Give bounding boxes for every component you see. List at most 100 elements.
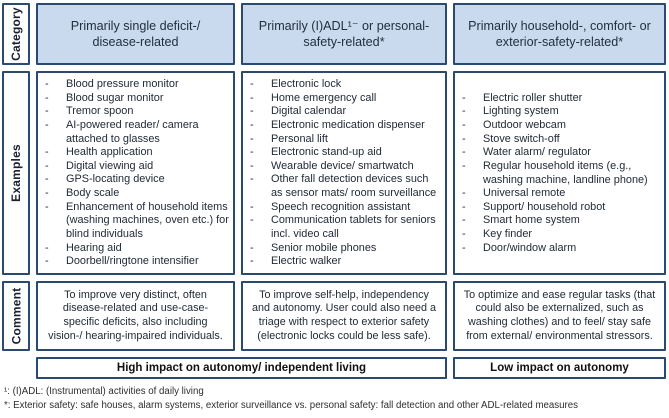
example-item: - Water alarm/ regulator xyxy=(462,146,660,160)
comment-text-single-deficit: To improve very distinct, often disease-… xyxy=(48,288,223,342)
example-item-text: Wearable device/ smartwatch xyxy=(271,159,414,172)
dash-bullet: - xyxy=(45,105,49,118)
example-item: - Electric walker xyxy=(250,255,441,269)
dash-bullet: - xyxy=(45,146,49,159)
impact-banner-high: High impact on autonomy/ independent liv… xyxy=(36,357,447,379)
example-item-text: Doorbell/ringtone intensifier xyxy=(66,255,199,268)
example-item-text: GPS-locating device xyxy=(66,173,165,186)
dash-bullet: - xyxy=(250,105,254,118)
example-item-text: Regular household items (e.g., washing m… xyxy=(483,159,648,186)
example-item-text: Outdoor webcam xyxy=(483,119,566,131)
examples-cell-iadl-personal-safety: - Electronic lock - Home emergency call … xyxy=(241,71,447,275)
example-item-text: Health application xyxy=(66,146,153,159)
examples-cell-single-deficit: - Blood pressure monitor - Blood sugar m… xyxy=(36,71,235,275)
example-item-text: Stove switch-off xyxy=(483,132,560,145)
example-item-text: Communication tablets for seniors incl. … xyxy=(271,214,436,240)
impact-banner-low-text: Low impact on autonomy xyxy=(490,362,629,374)
example-item: - GPS-locating device xyxy=(45,173,229,187)
dash-bullet: - xyxy=(45,200,49,213)
example-item: - Doorbell/ringtone intensifier xyxy=(45,255,229,269)
example-item-text: Digital viewing aid xyxy=(66,159,154,172)
row-label-category-text: Category xyxy=(9,7,23,61)
example-item-text: Electric walker xyxy=(271,255,342,268)
comment-cell-household-comfort: To optimize and ease regular tasks (that… xyxy=(453,281,666,351)
example-item: - Digital calendar xyxy=(250,105,441,119)
example-item-text: Home emergency call xyxy=(271,91,377,104)
example-item-text: Lighting system xyxy=(483,105,559,118)
example-item: - Regular household items (e.g., washing… xyxy=(462,160,660,187)
example-item: - Tremor spoon xyxy=(45,105,229,119)
dash-bullet: - xyxy=(462,200,466,213)
category-header-iadl-personal-safety: Primarily (I)ADL¹⁻ or personal-safety-re… xyxy=(241,3,447,65)
example-item: - Lighting system xyxy=(462,105,660,119)
example-item: - Support/ household robot xyxy=(462,201,660,215)
example-item: - Door/window alarm xyxy=(462,242,660,256)
example-item-text: Digital calendar xyxy=(271,105,347,118)
example-item: - Body scale xyxy=(45,187,229,201)
example-item-text: Senior mobile phones xyxy=(271,241,377,254)
example-item: - Stove switch-off xyxy=(462,133,660,147)
example-item: - Electronic stand-up aid xyxy=(250,146,441,160)
example-item-text: Water alarm/ regulator xyxy=(483,146,591,159)
dash-bullet: - xyxy=(462,228,466,240)
example-item-text: Personal lift xyxy=(271,132,328,145)
footnote-iadl: ¹: (I)ADL: (Instrumental) activities of … xyxy=(4,386,204,397)
example-item: - Senior mobile phones xyxy=(250,242,441,256)
category-header-single-deficit-text: Primarily single deficit-/ disease-relat… xyxy=(70,18,201,49)
example-item: - Enhancement of household items (washin… xyxy=(45,201,229,242)
example-item-text: Door/window alarm xyxy=(483,241,577,254)
example-item-text: Blood pressure monitor xyxy=(66,78,179,90)
example-item-text: Key finder xyxy=(483,228,533,240)
comment-text-household-comfort: To optimize and ease regular tasks (that… xyxy=(463,288,656,342)
category-header-household-comfort: Primarily household-, comfort- or exteri… xyxy=(453,3,666,65)
dash-bullet: - xyxy=(45,187,49,199)
comment-text-iadl-personal-safety: To improve self-help, independency and a… xyxy=(251,288,437,342)
example-item: - Electric roller shutter xyxy=(462,92,660,106)
category-header-iadl-personal-safety-text: Primarily (I)ADL¹⁻ or personal-safety-re… xyxy=(258,18,430,49)
example-item-text: Electronic medication dispenser xyxy=(271,118,425,131)
dash-bullet: - xyxy=(250,173,254,186)
dash-bullet: - xyxy=(45,118,49,131)
example-item-text: Electronic lock xyxy=(271,78,342,90)
example-item: - Other fall detection devices such as s… xyxy=(250,173,441,200)
example-item-text: Electric roller shutter xyxy=(483,91,583,104)
example-item-text: Universal remote xyxy=(483,187,566,200)
category-header-household-comfort-text: Primarily household-, comfort- or exteri… xyxy=(468,18,651,49)
example-item-text: AI-powered reader/ camera attached to gl… xyxy=(66,118,199,145)
example-item: - Wearable device/ smartwatch xyxy=(250,160,441,174)
example-item: - Universal remote xyxy=(462,187,660,201)
example-item: - Communication tablets for seniors incl… xyxy=(250,214,441,241)
dash-bullet: - xyxy=(45,159,49,172)
dash-bullet: - xyxy=(462,91,466,104)
example-item: - Home emergency call xyxy=(250,92,441,106)
footnotes: ¹: (I)ADL: (Instrumental) activities of … xyxy=(4,385,667,413)
example-item-text: Tremor spoon xyxy=(66,105,134,118)
example-item: - Smart home system xyxy=(462,214,660,228)
dash-bullet: - xyxy=(250,91,254,104)
example-item-text: Smart home system xyxy=(483,214,580,227)
example-item: - Hearing aid xyxy=(45,242,229,256)
dash-bullet: - xyxy=(250,118,254,131)
example-item-text: Other fall detection devices such as sen… xyxy=(271,173,437,199)
example-item: - AI-powered reader/ camera attached to … xyxy=(45,119,229,146)
row-label-examples: Examples xyxy=(2,71,30,275)
examples-list-single-deficit: - Blood pressure monitor - Blood sugar m… xyxy=(45,78,229,269)
dash-bullet: - xyxy=(250,78,254,90)
dash-bullet: - xyxy=(462,159,466,172)
dash-bullet: - xyxy=(462,132,466,145)
dash-bullet: - xyxy=(250,200,254,213)
examples-cell-household-comfort: - Electric roller shutter - Lighting sys… xyxy=(453,71,666,275)
dash-bullet: - xyxy=(250,241,254,254)
impact-banner-high-text: High impact on autonomy/ independent liv… xyxy=(116,362,367,374)
table-grid: Category Examples Comment Primarily sing… xyxy=(2,3,666,379)
example-item-text: Body scale xyxy=(66,187,120,199)
example-item: - Electronic lock xyxy=(250,78,441,92)
examples-list-iadl-personal-safety: - Electronic lock - Home emergency call … xyxy=(250,78,441,269)
row-label-examples-text: Examples xyxy=(9,144,24,202)
example-item: - Blood pressure monitor xyxy=(45,78,229,92)
example-item: - Key finder xyxy=(462,228,660,242)
example-item-text: Enhancement of household items (washing … xyxy=(66,200,229,240)
row-label-comment: Comment xyxy=(2,281,30,351)
example-item-text: Support/ household robot xyxy=(483,200,606,213)
